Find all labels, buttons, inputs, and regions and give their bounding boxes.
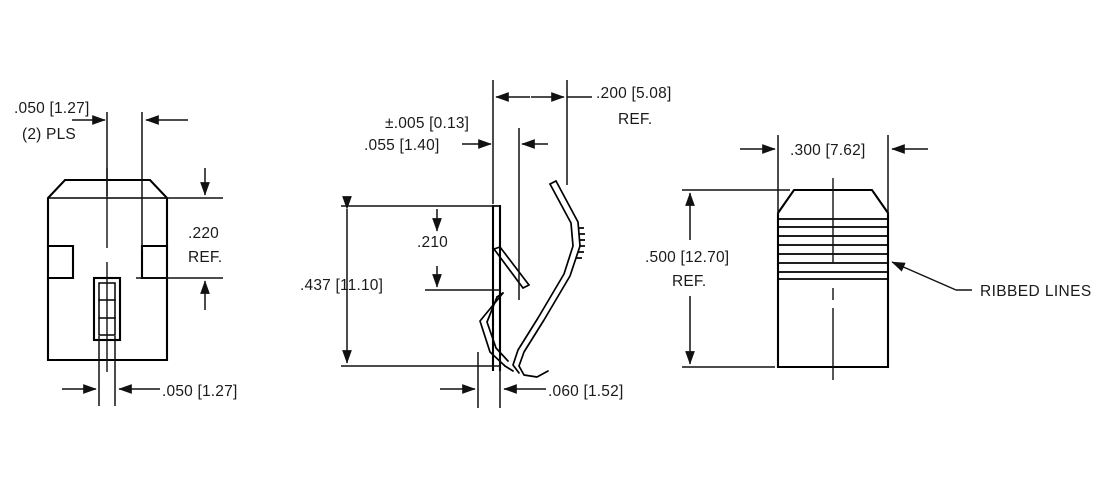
mid-spring-loop-outer [518, 180, 581, 378]
mid-thickness-label: .055 [1.40] [364, 137, 439, 154]
mid-bottom-width-label: .060 [1.52] [548, 383, 623, 400]
mid-spring-bottom-return [504, 365, 514, 372]
left-side-notch-left [46, 244, 75, 280]
left-height-label: .220 [188, 225, 219, 242]
right-view-group: .300 [7.62] .500 [12.70] REF. RIBBED LIN… [645, 135, 1092, 380]
right-height-ref-label: REF. [672, 273, 706, 290]
mid-spring-loop-inner [512, 183, 574, 374]
mid-top-ref-label: REF. [618, 111, 652, 128]
mid-upper-barb-back [493, 248, 524, 289]
mid-lower-latch-outer [479, 292, 506, 367]
left-view-group: .050 [1.27] (2) PLS .220 REF. .050 [1.27… [14, 100, 237, 406]
left-width-pls-label: (2) PLS [22, 126, 76, 143]
mid-inner-height-label: .210 [417, 234, 448, 251]
mid-lower-latch-tip [496, 292, 504, 298]
right-note-leader-slant [891, 261, 957, 291]
right-width-label: .300 [7.62] [790, 142, 865, 159]
left-bottom-width-label: .050 [1.27] [162, 383, 237, 400]
mid-spring-loop-tip [549, 180, 557, 185]
left-side-notch-right [140, 244, 169, 280]
right-height-label: .500 [12.70] [645, 249, 729, 266]
right-ribbed-lines-note: RIBBED LINES [980, 283, 1092, 300]
left-width-label: .050 [1.27] [14, 100, 89, 117]
mid-spring-serrations [576, 227, 585, 259]
middle-view-group: .200 [5.08] REF. ±.005 [0.13] .055 [1.40… [300, 80, 671, 408]
mid-top-width-label: .200 [5.08] [596, 85, 671, 102]
mid-upper-barb-cap [522, 284, 530, 289]
mid-upper-barb [499, 246, 530, 286]
mid-overall-height-label: .437 [11.10] [300, 277, 383, 294]
mid-tolerance-label: ±.005 [0.13] [385, 115, 469, 132]
mid-upper-barb-root [493, 246, 501, 250]
left-height-ref-label: REF. [188, 249, 222, 266]
mid-lower-latch-inner [486, 296, 509, 362]
